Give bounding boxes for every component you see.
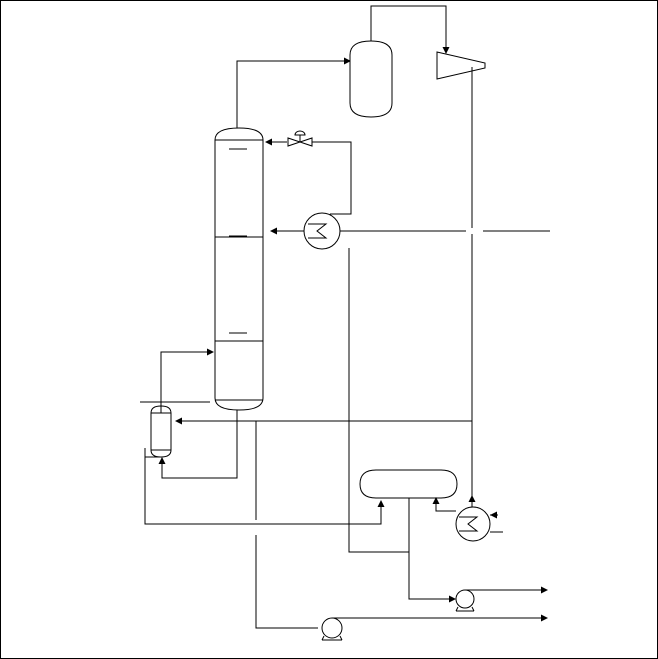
bottoms-pump[interactable] [322, 618, 342, 640]
reboiler[interactable] [140, 402, 210, 457]
product-outlet-line [465, 587, 548, 594]
condenser-return-line [270, 228, 304, 235]
reboiler-heating-line [175, 418, 472, 425]
preheater-heat-exchanger[interactable] [456, 507, 490, 541]
condenser-heat-exchanger[interactable] [304, 213, 340, 249]
compressor[interactable] [437, 52, 485, 79]
reflux-line [265, 139, 351, 215]
distillation-column[interactable] [215, 128, 263, 410]
horizontal-separator-drum[interactable] [360, 470, 457, 498]
control-valve[interactable] [288, 131, 312, 146]
reboiler-vapor-line [161, 349, 214, 403]
separator-liquid-line [409, 498, 456, 603]
bottoms-outlet-line [332, 615, 548, 622]
pump[interactable] [456, 590, 474, 611]
preheater-feed-line [433, 497, 457, 511]
overhead-drum[interactable] [350, 41, 392, 117]
overhead-vapor-line [237, 58, 351, 129]
